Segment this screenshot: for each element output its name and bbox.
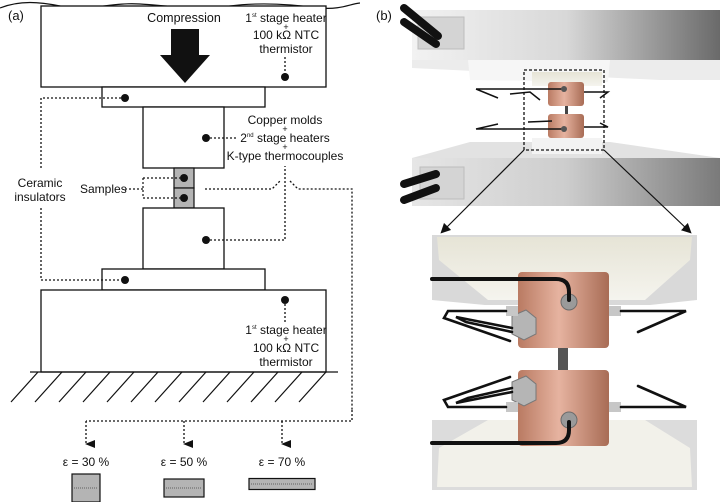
svg-text:1st stage heater: 1st stage heater [245, 11, 326, 25]
hatch-line [274, 371, 303, 403]
top-heater-label: 1st stage heater + 100 kΩ NTC thermistor [245, 11, 326, 56]
hatch-line [178, 371, 207, 403]
zoomed-copper-mold-bottom [518, 370, 609, 446]
zoomed-thermocouple-wires [430, 277, 571, 445]
hatch-line [34, 371, 63, 403]
hatch-line [106, 371, 135, 403]
svg-text:Ceramic: Ceramic [18, 176, 63, 190]
bottom-heater-connector [400, 166, 465, 204]
top-thermistor-dot [281, 73, 289, 81]
hatch-line [82, 371, 111, 403]
zoom-arrow-right [603, 149, 692, 234]
panel-a-label: (a) [8, 8, 24, 23]
svg-text:+: + [282, 124, 287, 134]
top-heater-connector [400, 4, 465, 50]
ground-hatching [10, 371, 327, 403]
hatch-line [250, 371, 279, 403]
render-panel-b: (b) [376, 4, 720, 490]
hatch-line [130, 371, 159, 403]
small-copper-mold-top [548, 82, 584, 106]
strain-label: ε = 30 % [63, 455, 110, 469]
small-ceramic-bottom [532, 138, 602, 154]
zoomed-sample [558, 348, 568, 370]
svg-text:thermistor: thermistor [259, 42, 312, 56]
compression-label: Compression [147, 11, 221, 25]
bottom-heater-label: 1st stage heater + 100 kΩ NTC thermistor [245, 323, 326, 369]
hatch-line [154, 371, 183, 403]
hatch-line [58, 371, 87, 403]
hatch-line [10, 371, 39, 403]
zoom-arrow-left [440, 149, 525, 234]
copper-molds-label: Copper molds + 2nd stage heaters + K-typ… [227, 113, 344, 163]
lower-copper-mold [142, 207, 225, 270]
zoomed-copper-mold-top [518, 272, 609, 348]
samples-label: Samples [80, 182, 127, 196]
svg-text:+: + [283, 334, 288, 344]
svg-text:2nd stage heaters: 2nd stage heaters [240, 131, 329, 145]
zoom-region-box [523, 69, 605, 151]
svg-text:100 kΩ NTC: 100 kΩ NTC [253, 341, 320, 355]
svg-text:+: + [282, 142, 287, 152]
small-copper-mold-bottom [548, 114, 584, 138]
small-thermocouple-wires [475, 88, 611, 130]
svg-text:K-type thermocouples: K-type thermocouples [227, 149, 344, 163]
svg-text:insulators: insulators [14, 190, 65, 204]
svg-text:thermistor: thermistor [259, 355, 312, 369]
bottom-press-plate [40, 289, 327, 373]
schematic-panel-a: (a) Compression 1st stage heater + 100 k… [0, 1, 360, 502]
hatch-line [202, 371, 231, 403]
svg-text:100 kΩ NTC: 100 kΩ NTC [253, 28, 320, 42]
svg-text:+: + [283, 22, 288, 32]
hatch-line [298, 371, 327, 403]
zoomed-render [430, 235, 697, 490]
ceramic-insulators-label: Ceramic insulators [14, 176, 65, 204]
strain-label: ε = 70 % [259, 455, 306, 469]
strain-label: ε = 50 % [161, 455, 208, 469]
hatch-line [226, 371, 255, 403]
panel-b-label: (b) [376, 8, 392, 23]
svg-text:Copper molds: Copper molds [248, 113, 323, 127]
compression-arrow-icon [160, 29, 210, 83]
svg-text:1st stage heater: 1st stage heater [245, 323, 326, 337]
